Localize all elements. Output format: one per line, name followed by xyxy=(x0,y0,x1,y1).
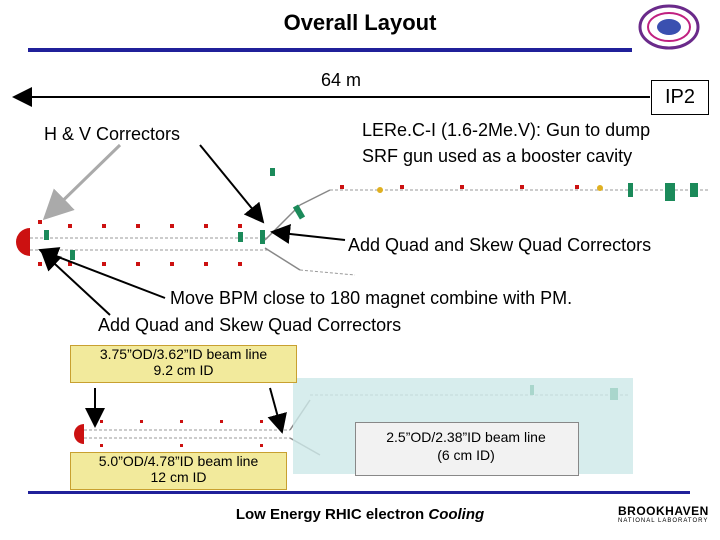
tag-small-beamline: 2.5”OD/2.38”ID beam line (6 cm ID) xyxy=(360,428,572,464)
bpm-arrow-1 xyxy=(38,247,166,299)
tag-large-line-1: 3.75”OD/3.62”ID beam line xyxy=(99,346,268,362)
brand-name: BROOKHAVEN xyxy=(618,504,709,518)
lerec-line-1: LERe.C-I (1.6-2Me.V): Gun to dump xyxy=(362,120,651,140)
quad-arrow xyxy=(270,224,346,244)
footer-text-italic: Cooling xyxy=(428,506,485,523)
bpm-line-1: Move BPM close to 180 magnet combine wit… xyxy=(170,288,573,308)
tag-small-line-2: (6 cm ID) xyxy=(437,447,495,463)
distance-label: 64 m xyxy=(321,70,362,90)
lerec-line-2: SRF gun used as a booster cavity xyxy=(362,146,633,166)
corrector-arrow-left xyxy=(42,143,122,221)
collider-logo-icon xyxy=(638,4,700,50)
footer-text: Low Energy RHIC electron Cooling xyxy=(0,506,720,523)
tag-five-line-2: 12 cm ID xyxy=(150,469,207,485)
corrector-arrow-right xyxy=(199,144,265,224)
footer-divider xyxy=(28,491,690,494)
brookhaven-logo: BROOKHAVEN NATIONAL LABORATORY xyxy=(618,504,709,524)
page-title: Overall Layout xyxy=(283,10,437,35)
tag-large-line-2: 9.2 cm ID xyxy=(153,362,214,378)
quad-label: Add Quad and Skew Quad Correctors xyxy=(348,235,652,255)
bpm-line-2: Add Quad and Skew Quad Correctors xyxy=(98,315,402,335)
bpm-arrow-2 xyxy=(40,250,111,316)
brand-sub: NATIONAL LABORATORY xyxy=(618,518,709,524)
ip2-label: IP2 xyxy=(651,80,709,115)
correctors-label: H & V Correctors xyxy=(44,124,181,144)
tag-five-line-1: 5.0”OD/4.78”ID beam line xyxy=(98,453,259,469)
tag-small-line-1: 2.5”OD/2.38”ID beam line xyxy=(386,429,546,445)
title-divider xyxy=(28,48,632,52)
lower-arrow-right xyxy=(267,387,287,434)
footer-text-plain: Low Energy RHIC electron xyxy=(235,506,429,523)
beamline-upper xyxy=(16,168,710,276)
tag-large-beamline: 3.75”OD/3.62”ID beam line 9.2 cm ID xyxy=(70,345,297,383)
small-beamline-box xyxy=(355,422,579,476)
tag-five-beamline: 5.0”OD/4.78”ID beam line 12 cm ID xyxy=(70,452,287,490)
